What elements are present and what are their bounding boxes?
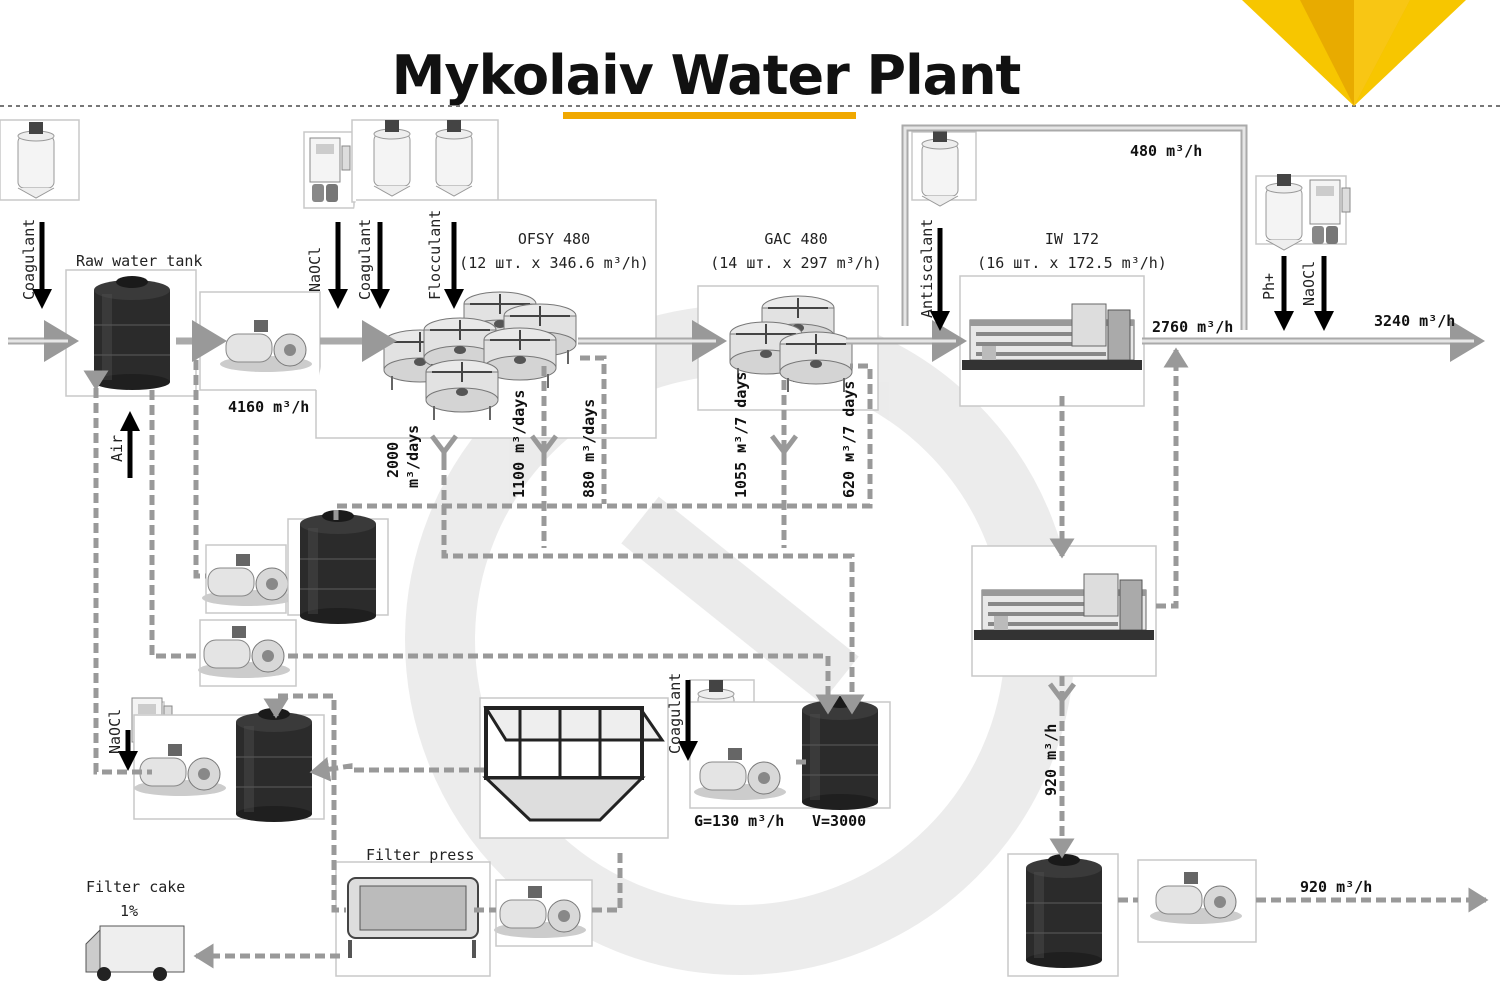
label-naocl-3: NaOCl: [106, 709, 124, 754]
label-v-volume: V=3000: [812, 812, 866, 830]
sludge-tank-3000: [689, 696, 891, 810]
label-flow-3240: 3240 m³/h: [1374, 312, 1455, 330]
label-days-2000-b: m³/days: [404, 425, 422, 488]
label-ofsy-spec: (12 шт. x 346.6 m³/h): [459, 254, 649, 272]
dosing-arrows: [32, 222, 1334, 771]
ofsy-480-filters: [315, 199, 657, 439]
washwater-tank-1: [201, 510, 389, 624]
label-gac-name: GAC 480: [764, 230, 827, 248]
dosing-unit-coagulant-1: [0, 119, 80, 201]
label-iw-spec: (16 шт. x 172.5 m³/h): [977, 254, 1167, 272]
filter-press: [335, 861, 593, 977]
raw-water-tank: [65, 269, 197, 397]
label-flow-920-horizontal: 920 m³/h: [1300, 878, 1372, 896]
iw-172-ro-unit: [959, 275, 1145, 407]
label-filter-press: Filter press: [366, 846, 474, 864]
brand-logo: [1242, 0, 1466, 106]
label-flow-2760: 2760 m³/h: [1152, 318, 1233, 336]
label-ofsy-name: OFSY 480: [518, 230, 590, 248]
label-filter-cake-pct: 1%: [120, 902, 138, 920]
clean-water-tank: [1007, 853, 1257, 977]
dosing-unit-ph-naocl: [1255, 173, 1351, 251]
label-coagulant-3: Coagulant: [666, 673, 684, 754]
dosing-unit-coagulant-2: [351, 119, 499, 203]
label-naocl-2: NaOCl: [1300, 261, 1318, 306]
label-flow-4160: 4160 m³/h: [228, 398, 309, 416]
label-raw-water-tank: Raw water tank: [76, 252, 202, 270]
label-ph-plus: Ph+: [1260, 273, 1278, 300]
y-fittings: [430, 434, 1076, 712]
page-title: Mykolaiv Water Plant: [392, 44, 1021, 107]
label-air: Air: [108, 435, 126, 462]
title-underline: [563, 112, 856, 119]
label-filter-cake: Filter cake: [86, 878, 185, 896]
main-flow-pipe: [8, 124, 1485, 362]
sludge-pump-1: [197, 619, 297, 687]
label-days-880: 880 m³/days: [580, 399, 598, 498]
naocl-dosing-panel-1: [303, 131, 355, 209]
truck-icon: [85, 925, 185, 981]
label-flocculant: Flocculant: [426, 210, 444, 300]
second-ro-unit: [971, 545, 1157, 677]
label-coagulant-1: Coagulant: [20, 219, 38, 300]
label-iw-name: IW 172: [1045, 230, 1099, 248]
label-antiscalant: Antiscalant: [918, 219, 936, 318]
label-days-620: 620 м³/7 days: [840, 381, 858, 498]
washwater-tank-2: [133, 708, 325, 822]
label-coagulant-2: Coagulant: [356, 219, 374, 300]
label-days-1100: 1100 m³/days: [510, 390, 528, 498]
label-naocl-1: NaOCl: [306, 247, 324, 292]
label-flow-920-vertical: 920 m³/h: [1042, 724, 1060, 796]
settling-tank: [479, 697, 669, 839]
dosing-unit-antiscalant: [911, 129, 977, 207]
label-days-2000-a: 2000: [384, 442, 402, 478]
label-g-flow: G=130 m³/h: [694, 812, 784, 830]
label-flow-480: 480 m³/h: [1130, 142, 1202, 160]
label-gac-spec: (14 шт. x 297 m³/h): [710, 254, 882, 272]
label-days-1055: 1055 м³/7 days: [732, 372, 750, 498]
